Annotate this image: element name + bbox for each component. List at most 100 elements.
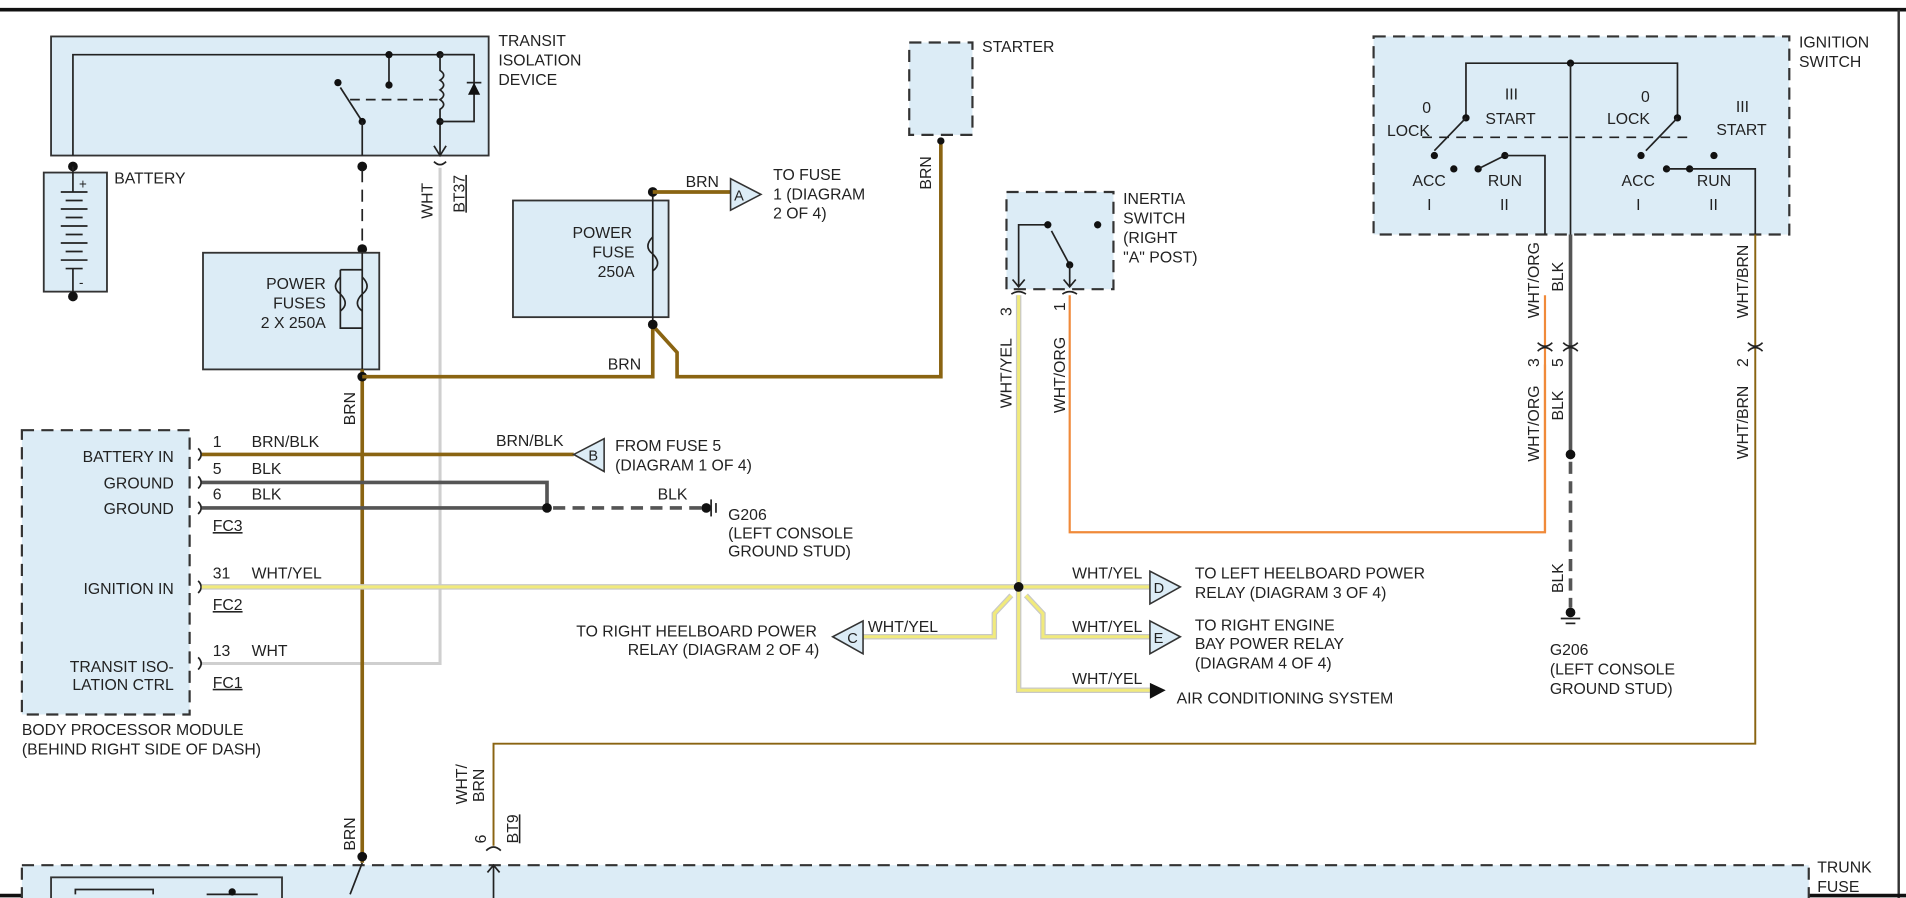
pos-label: I <box>1636 197 1640 214</box>
starter[interactable]: STARTER <box>908 39 1054 136</box>
letter: B <box>588 449 598 465</box>
pin-number: 6 <box>213 486 222 503</box>
transit-isolation-device[interactable]: TRANSIT ISOLATION DEVICE <box>50 33 581 158</box>
wire-wht-org[interactable]: WHT/ORG 1 WHT/ORG 3 WHT/ORG <box>1052 242 1553 534</box>
label: IGNITION <box>1799 34 1869 51</box>
offpage-connector-b[interactable]: B FROM FUSE 5 (DIAGRAM 1 OF 4) <box>572 437 752 474</box>
label: TO RIGHT HEELBOARD POWER <box>576 624 817 641</box>
wire-label: BLK <box>252 486 282 503</box>
wire-label: WHT/YEL <box>1072 565 1142 582</box>
label: FROM FUSE 5 <box>615 438 721 455</box>
label: 2 OF 4) <box>773 206 827 223</box>
pin-number: 13 <box>213 643 231 660</box>
pin-number: 1 <box>213 434 222 451</box>
pos-label: 0 <box>1422 100 1431 117</box>
starter-label: STARTER <box>982 39 1054 56</box>
label: 250A <box>598 264 635 281</box>
pos-label: LOCK <box>1607 111 1650 128</box>
wire-label: WHT/ORG <box>1526 386 1543 462</box>
wire-brn-blk[interactable]: 1 BRN/BLK BRN/BLK <box>197 433 574 462</box>
inertia-switch[interactable]: INERTIA SWITCH (RIGHT "A" POST) <box>1005 190 1198 295</box>
pos-label: III <box>1505 87 1518 104</box>
label: FUSES <box>273 296 326 313</box>
pos-label: ACC <box>1412 173 1445 190</box>
wire-label-brn: BRN <box>686 174 719 191</box>
label: SWITCH <box>1799 54 1861 71</box>
wire-label-brn: BRN <box>342 392 359 425</box>
air-conditioning-arrow[interactable]: AIR CONDITIONING SYSTEM <box>1149 682 1393 708</box>
wire-label: BLK <box>1550 390 1567 420</box>
label: (DIAGRAM 1 OF 4) <box>615 457 752 474</box>
label: TO RIGHT ENGINE <box>1195 618 1335 635</box>
pin-number: 3 <box>1526 358 1543 367</box>
wire-blk-ignition[interactable]: BLK 5 BLK BLK G206 (LEFT CONSOLE GROUND … <box>1550 234 1675 698</box>
pos-label: I <box>1427 197 1431 214</box>
wire-label-brn: BRN <box>918 156 935 189</box>
label-transit-1: TRANSIT <box>498 33 566 50</box>
label-transit-3: DEVICE <box>498 72 557 89</box>
offpage-connector-a[interactable]: A TO FUSE 1 (DIAGRAM 2 OF 4) <box>729 167 866 223</box>
pos-label: ACC <box>1622 173 1655 190</box>
bpm-label: BODY PROCESSOR MODULE <box>22 722 244 739</box>
diode-icon <box>467 82 481 95</box>
pin-number: 6 <box>473 834 490 843</box>
connector-bt9: BT9 <box>505 814 522 843</box>
letter: A <box>734 189 744 205</box>
wire-label: WHT <box>252 643 288 660</box>
pin-number: 31 <box>213 565 231 582</box>
connector-fc3: FC3 <box>213 518 243 535</box>
label: (DIAGRAM 4 OF 4) <box>1195 655 1332 672</box>
arrow-icon <box>1149 682 1166 699</box>
trunk-fuse[interactable]: TRUNK FUSE <box>20 859 1872 898</box>
battery[interactable]: + - BATTERY <box>42 161 186 302</box>
letter: D <box>1154 581 1165 597</box>
ground-label: G206 <box>1550 642 1589 659</box>
offpage-connector-d[interactable]: D TO LEFT HEELBOARD POWER RELAY (DIAGRAM… <box>1149 565 1425 606</box>
wire-label: WHT/YEL <box>1072 619 1142 636</box>
battery-minus: - <box>79 275 83 290</box>
label: TO FUSE <box>773 167 841 184</box>
pos-label: START <box>1716 122 1767 139</box>
fuse-icon <box>647 236 659 272</box>
battery-plus: + <box>79 176 87 191</box>
pin-ground: GROUND <box>104 475 174 492</box>
connector-fc2: FC2 <box>213 597 243 614</box>
offpage-connector-e[interactable]: E TO RIGHT ENGINE BAY POWER RELAY (DIAGR… <box>1149 618 1345 673</box>
wire-wht-yel[interactable]: 31 WHT/YEL FC2 WHT/YEL WHT/YEL WHT/YEL W… <box>197 295 1150 693</box>
label: INERTIA <box>1123 191 1185 208</box>
power-fuses[interactable]: POWER FUSES 2 X 250A <box>202 251 381 371</box>
pin-ground: GROUND <box>104 501 174 518</box>
wire-wht-bt37[interactable]: WHT BT37 <box>201 160 469 665</box>
wire-label: WHT/YEL <box>252 565 322 582</box>
offpage-connector-c[interactable]: C TO RIGHT HEELBOARD POWER RELAY (DIAGRA… <box>576 619 864 659</box>
label: RELAY (DIAGRAM 2 OF 4) <box>628 642 820 659</box>
pos-label: RUN <box>1697 173 1731 190</box>
connector-fc1: FC1 <box>213 675 243 692</box>
label: SWITCH <box>1123 211 1185 228</box>
wire-brn-main[interactable]: BRN BRN BRN BRN <box>342 137 945 863</box>
ignition-switch[interactable]: 0 LOCK III START ACC I RUN II 0 LOCK III… <box>1372 34 1870 236</box>
wire-label: BLK <box>252 461 282 478</box>
wire-label: WHT/YEL <box>998 338 1015 408</box>
wire-label: WHT/ <box>454 764 471 805</box>
label: 1 (DIAGRAM <box>773 186 865 203</box>
ground-label: GROUND STUD) <box>1550 681 1673 698</box>
ground-label: (LEFT CONSOLE <box>728 525 853 542</box>
wire-wht-brn[interactable]: WHT/BRN 2 WHT/BRN WHT/ BRN 6 BT9 <box>454 234 1764 852</box>
label: POWER <box>572 225 632 242</box>
wire-blk-ground[interactable]: 5 BLK 6 BLK BLK FC3 G206 (LEFT CONSOLE G… <box>197 461 853 561</box>
pos-label: LOCK <box>1387 123 1430 140</box>
pin-number: 2 <box>1735 358 1752 367</box>
letter: C <box>847 631 858 647</box>
body-processor-module[interactable]: BATTERY IN GROUND GROUND IGNITION IN TRA… <box>20 429 261 759</box>
label-transit-2: ISOLATION <box>498 53 581 70</box>
ground-label: G206 <box>728 507 767 524</box>
wire-label: BRN/BLK <box>496 433 564 450</box>
wire-label: BRN/BLK <box>252 434 320 451</box>
pos-label: III <box>1736 99 1749 116</box>
power-fuse[interactable]: POWER FUSE 250A BRN <box>512 174 731 330</box>
wire-wht-fc1[interactable]: 13 WHT FC1 <box>197 643 288 692</box>
label: POWER <box>266 276 326 293</box>
wire-label: BRN <box>471 769 488 802</box>
